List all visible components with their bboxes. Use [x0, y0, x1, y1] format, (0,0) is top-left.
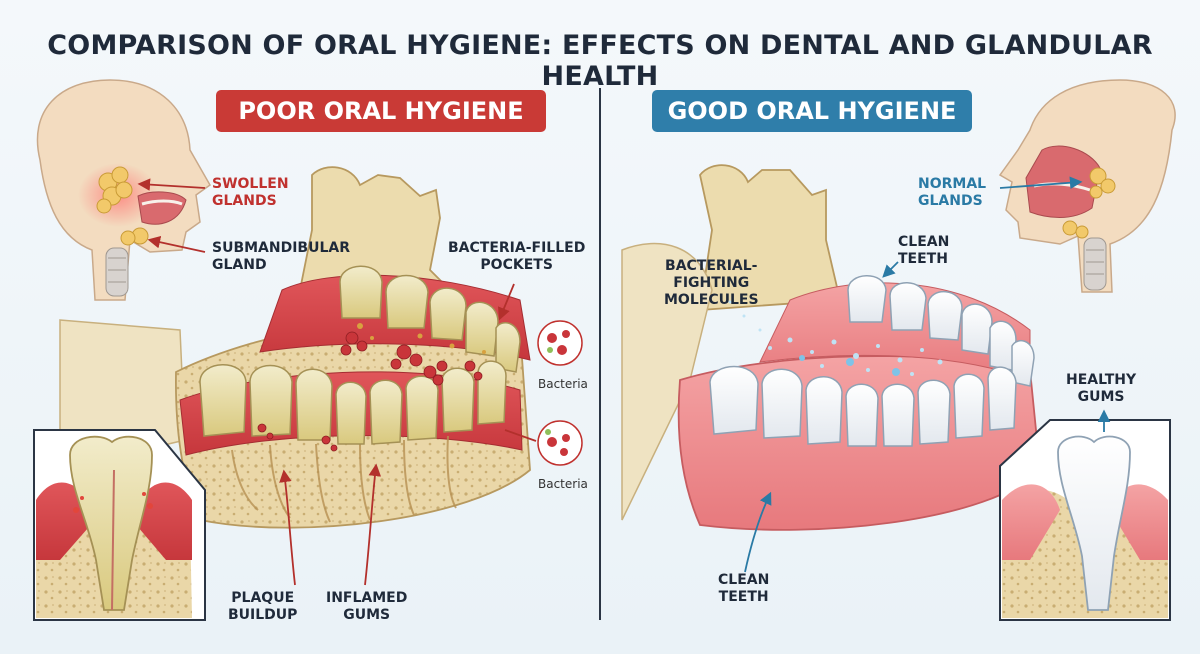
head-profile-left	[36, 79, 211, 301]
label-normal-glands: NORMAL GLANDS	[918, 176, 987, 209]
arrow-plaque	[279, 469, 296, 586]
label-pockets: BACTERIA-FILLED POCKETS	[448, 240, 586, 273]
jaw-good	[621, 164, 1041, 531]
jaw-poor	[59, 166, 531, 529]
arrow-submandibular	[147, 235, 206, 253]
label-plaque: PLAQUE BUILDUP	[228, 590, 298, 623]
label-swollen-glands: SWOLLEN GLANDS	[212, 176, 289, 209]
label-submandibular: SUBMANDIBULAR GLAND	[212, 240, 351, 273]
inset-good-tooth	[999, 419, 1171, 621]
poor-heading: POOR ORAL HYGIENE	[216, 90, 546, 132]
page-title: COMPARISON OF ORAL HYGIENE: EFFECTS ON D…	[47, 30, 1153, 92]
bacteria-circle-2	[537, 420, 583, 466]
label-clean-teeth-bottom: CLEAN TEETH	[718, 572, 770, 605]
label-bacteria-1: Bacteria	[538, 377, 588, 391]
label-molecules: BACTERIAL- FIGHTING MOLECULES	[664, 258, 759, 308]
good-heading: GOOD ORAL HYGIENE	[652, 90, 972, 132]
label-inflamed: INFLAMED GUMS	[326, 590, 408, 623]
arrow-normal	[999, 176, 1083, 190]
inset-poor-tooth	[33, 429, 206, 621]
arrow-swollen	[137, 178, 206, 191]
bacteria-circle-1	[537, 320, 583, 366]
label-bacteria-2: Bacteria	[538, 477, 588, 491]
arrow-clean-top	[882, 261, 899, 278]
label-healthy-gums: HEALTHY GUMS	[1066, 372, 1137, 405]
arrow-pockets	[498, 283, 515, 321]
arrow-clean-bottom	[744, 491, 772, 573]
label-clean-teeth-top: CLEAN TEETH	[898, 234, 950, 267]
arrow-inflamed	[364, 463, 382, 586]
